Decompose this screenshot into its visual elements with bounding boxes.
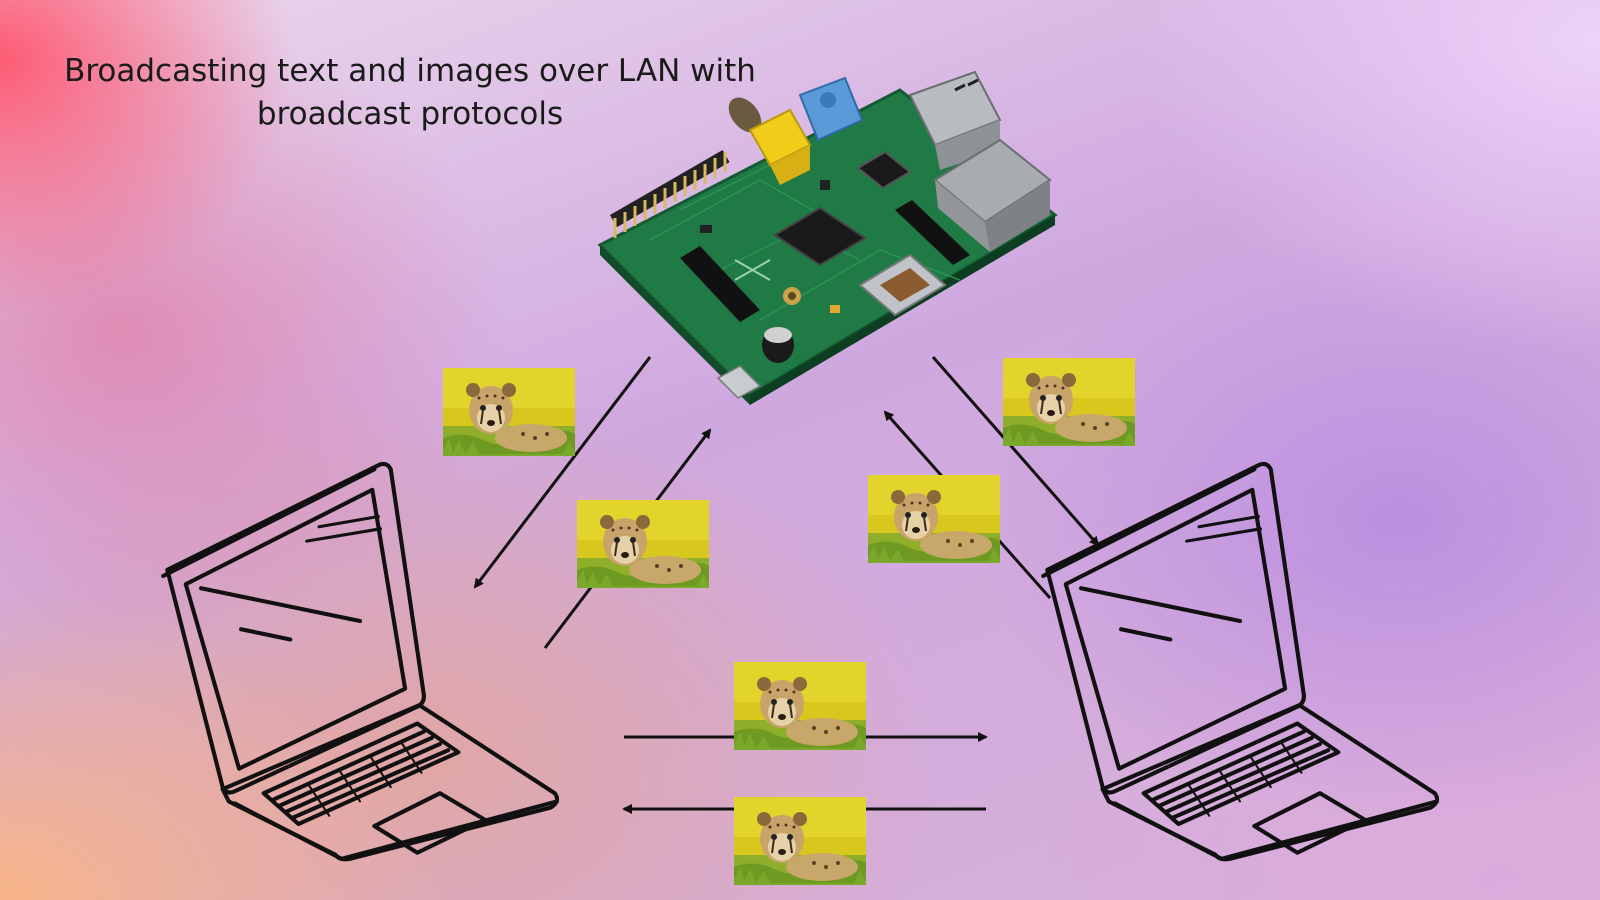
title-line-1: Broadcasting text and images over LAN wi… [64,53,756,89]
title-line-2: broadcast protocols [256,96,564,132]
raspberry-pi-board-icon [597,70,1058,405]
diagram-title: Broadcasting text and images over LAN wi… [60,50,760,136]
cheetah-photo-icon [442,368,576,456]
cheetah-photo-icon [576,500,710,588]
arrow-server-to-right [931,356,1100,547]
laptop-right-icon [1043,464,1437,859]
cheetah-photo-icon [733,662,867,750]
arrow-server-to-left [473,356,652,589]
laptop-left-icon [163,464,557,859]
cheetah-photo-icon [867,475,1001,563]
cheetah-photo-icon [1002,358,1136,446]
cheetah-photo-icon [733,797,867,885]
